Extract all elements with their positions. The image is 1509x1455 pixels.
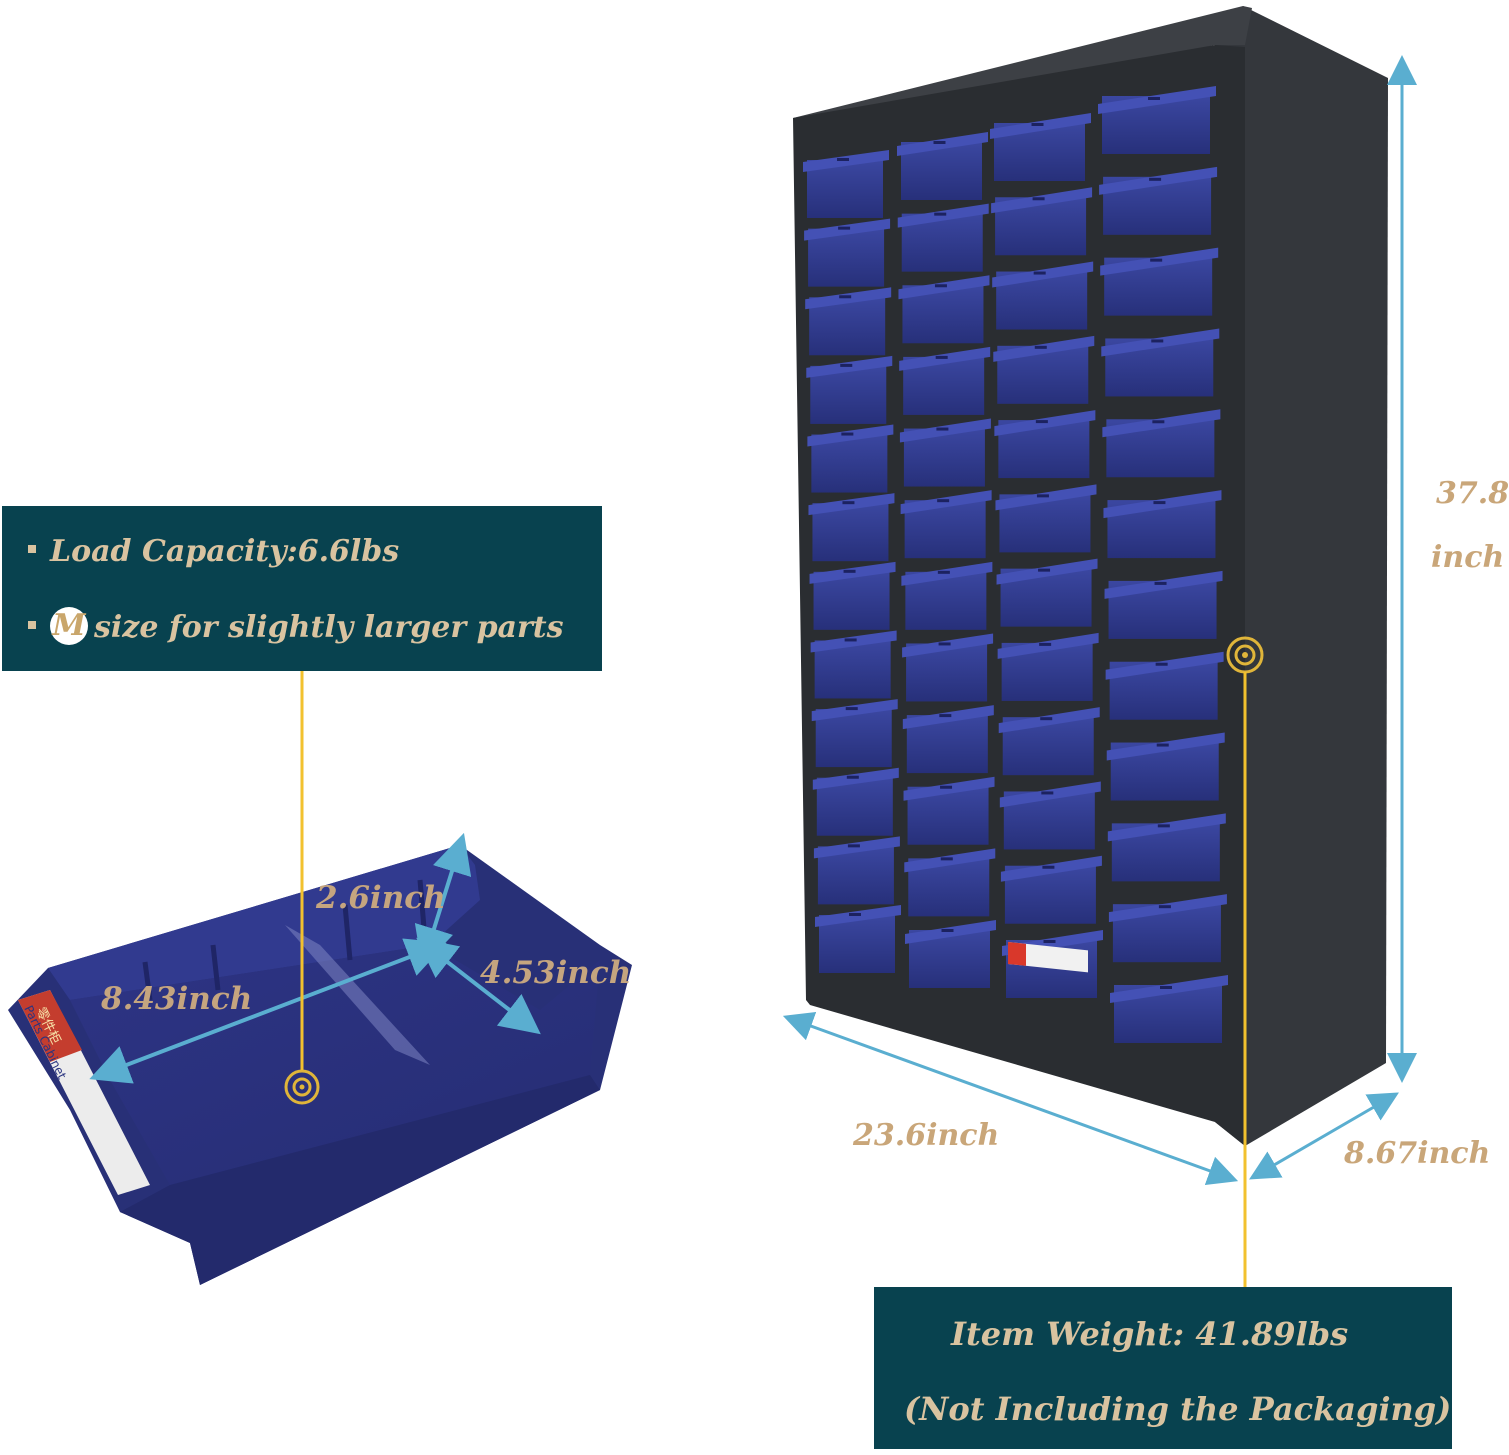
bin-height-arrow — [414, 832, 472, 968]
cabinet-drawer-slot — [934, 212, 947, 216]
cabinet-width-label: 23.6inch — [853, 1118, 1000, 1153]
cabinet-drawer-slot — [1041, 791, 1054, 795]
cabinet-drawer-slot — [941, 929, 954, 932]
cabinet-drawer-slot — [1154, 581, 1167, 585]
cabinet-drawer-slot — [1039, 642, 1052, 646]
cabinet-drawer-slot — [844, 638, 857, 642]
bin-length-label: 8.43inch — [101, 981, 253, 1017]
cabinet-drawer-slot — [934, 284, 947, 288]
bin-length-arrow — [89, 938, 447, 1084]
cabinet-drawer-slot — [1156, 743, 1169, 747]
cabinet-drawer-slot — [1036, 494, 1049, 498]
bullet-icon — [28, 621, 36, 629]
cabinet-drawer-slot — [1032, 197, 1045, 201]
cabinet-drawer-slot — [933, 141, 946, 144]
load-capacity-text: Load Capacity:6.6lbs — [50, 534, 400, 569]
cabinet-drawer-slot — [1155, 662, 1168, 666]
cabinet-drawer-slot — [1153, 501, 1166, 505]
cabinet-drawer-slot — [849, 913, 861, 916]
cabinet-height-value: 37.8 — [1436, 476, 1509, 511]
cabinet-drawer-slot — [1151, 339, 1164, 343]
cabinet-drawer-slot — [1157, 824, 1170, 828]
parts-cabinet — [793, 6, 1388, 1288]
cabinet-drawer-slot — [1034, 345, 1047, 349]
cabinet-depth-label: 8.67inch — [1344, 1136, 1491, 1171]
cabinet-drawer-slot — [1160, 986, 1172, 989]
cabinet-drawer-slot — [842, 501, 855, 505]
cabinet-drawer-slot — [1033, 271, 1046, 275]
bullet-icon — [28, 545, 36, 553]
cabinet-drawer-slot — [1038, 568, 1051, 572]
cabinet-drawer-slot — [1035, 420, 1048, 424]
cabinet-drawer-slot — [940, 785, 953, 789]
cabinet-depth-arrow — [1249, 1092, 1399, 1180]
bin-target-marker — [284, 1069, 320, 1105]
cabinet-drawer-slot — [935, 355, 948, 359]
cabinet-drawer-slot — [939, 714, 952, 718]
cabinet-drawer-slot — [847, 844, 860, 848]
bin-height-label: 2.6inch — [316, 880, 446, 916]
weight-info-panel: Item Weight: 41.89lbs (Not Including the… — [874, 1287, 1452, 1449]
cabinet-width-arrow — [782, 1012, 1239, 1185]
drawer-bin: 零件柜 Parts Cabinet — [8, 832, 632, 1285]
cabinet-drawer-slot — [1158, 905, 1171, 909]
cabinet-drawer-slot — [1149, 177, 1162, 181]
cabinet-drawer-slot — [840, 363, 853, 367]
cabinet-drawer-slot — [1042, 865, 1055, 869]
cabinet-drawer-slot — [936, 427, 949, 431]
cabinet-height-unit: inch — [1431, 540, 1505, 575]
cabinet-drawer-slot — [1040, 717, 1053, 721]
size-badge: M — [50, 607, 88, 645]
cabinet-side-panel — [1215, 6, 1388, 1146]
cabinet-drawer-slot — [839, 295, 852, 299]
size-description-text: size for slightly larger parts — [94, 610, 564, 645]
cabinet-drawer-slot — [838, 226, 851, 230]
cabinet-drawer-slot — [1148, 97, 1160, 100]
cabinet-drawer-slot — [845, 707, 858, 711]
cabinet-drawer-slot — [937, 570, 950, 574]
load-capacity-row: Load Capacity:6.6lbs — [28, 534, 399, 569]
bin-front-face — [120, 1075, 600, 1285]
cabinet-drawer-slot — [841, 432, 854, 436]
cabinet-drawer-slot — [1043, 940, 1056, 943]
cabinet-drawer-slot — [837, 158, 849, 161]
cabinet-drawer-slot — [937, 499, 950, 503]
item-weight-text: Item Weight: 41.89lbs — [951, 1315, 1349, 1353]
cabinet-drawer-slot — [938, 642, 951, 646]
cabinet-drawer-slot — [846, 775, 859, 779]
cabinet-drawer-slot — [940, 857, 953, 861]
drawer-grid — [803, 86, 1228, 1043]
cabinet-drawer-slot — [843, 569, 856, 573]
cabinet-drawer-slot — [1152, 420, 1165, 424]
cabinet-drawer-slot — [1150, 258, 1163, 262]
bin-width-arrow — [416, 937, 541, 1035]
packaging-note-text: (Not Including the Packaging) — [904, 1390, 1452, 1428]
bin-width-label: 4.53inch — [480, 955, 632, 991]
cabinet-drawer-slot — [1031, 123, 1044, 126]
cabinet-drawer-label — [1008, 941, 1088, 973]
